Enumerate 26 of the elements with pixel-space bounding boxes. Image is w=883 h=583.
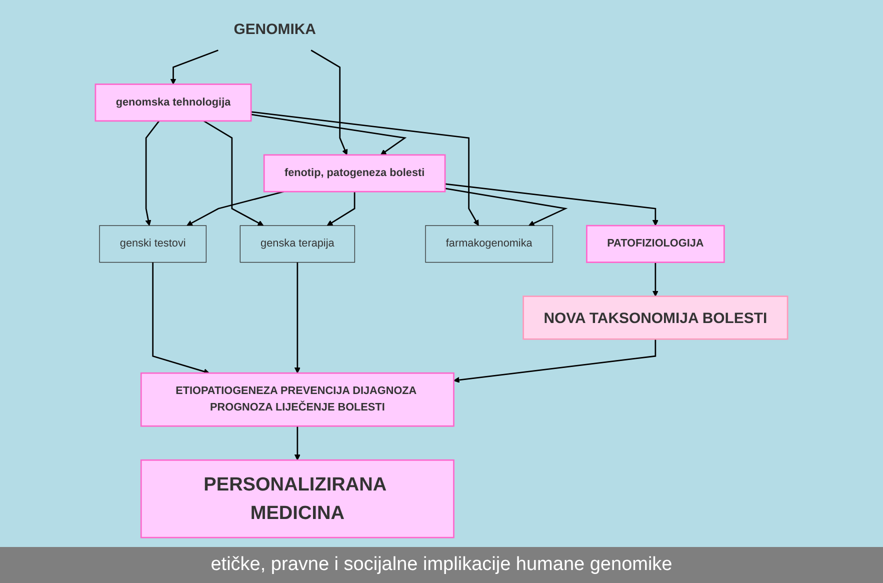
node-box: farmakogenomika bbox=[425, 225, 554, 263]
arrow bbox=[145, 120, 160, 226]
arrow bbox=[250, 111, 479, 226]
node-box: genski testovi bbox=[99, 225, 207, 263]
arrow bbox=[310, 50, 348, 156]
arrow bbox=[444, 183, 658, 226]
node-box: PERSONALIZIRANA MEDICINA bbox=[140, 459, 454, 538]
arrow bbox=[294, 426, 300, 460]
node-box: genska terapija bbox=[240, 225, 356, 263]
node-box: PATOFIZIOLOGIJA bbox=[586, 224, 725, 263]
node-box: ETIOPATIOGENEZA PREVENCIJA DIJAGNOZA PROGNOZA LIJEČENJE BOLESTI bbox=[140, 372, 454, 427]
arrow bbox=[453, 339, 656, 383]
arrow bbox=[186, 190, 284, 226]
arrow bbox=[170, 50, 218, 84]
arrow bbox=[152, 262, 210, 374]
arrow bbox=[203, 120, 264, 226]
node-box: genomska tehnologija bbox=[94, 84, 252, 122]
caption-band: etičke, pravne i socijalne implikacije humane genomike bbox=[0, 547, 883, 583]
arrow bbox=[652, 262, 658, 297]
arrow bbox=[444, 188, 568, 226]
node-box: fenotip, patogeneza bolesti bbox=[263, 154, 446, 192]
node-box: NOVA TAKSONOMIJA BOLESTI bbox=[522, 296, 788, 340]
arrow bbox=[294, 262, 300, 374]
arrow bbox=[250, 114, 407, 156]
node-text: GENOMIKA bbox=[234, 20, 316, 38]
arrow bbox=[326, 192, 356, 226]
